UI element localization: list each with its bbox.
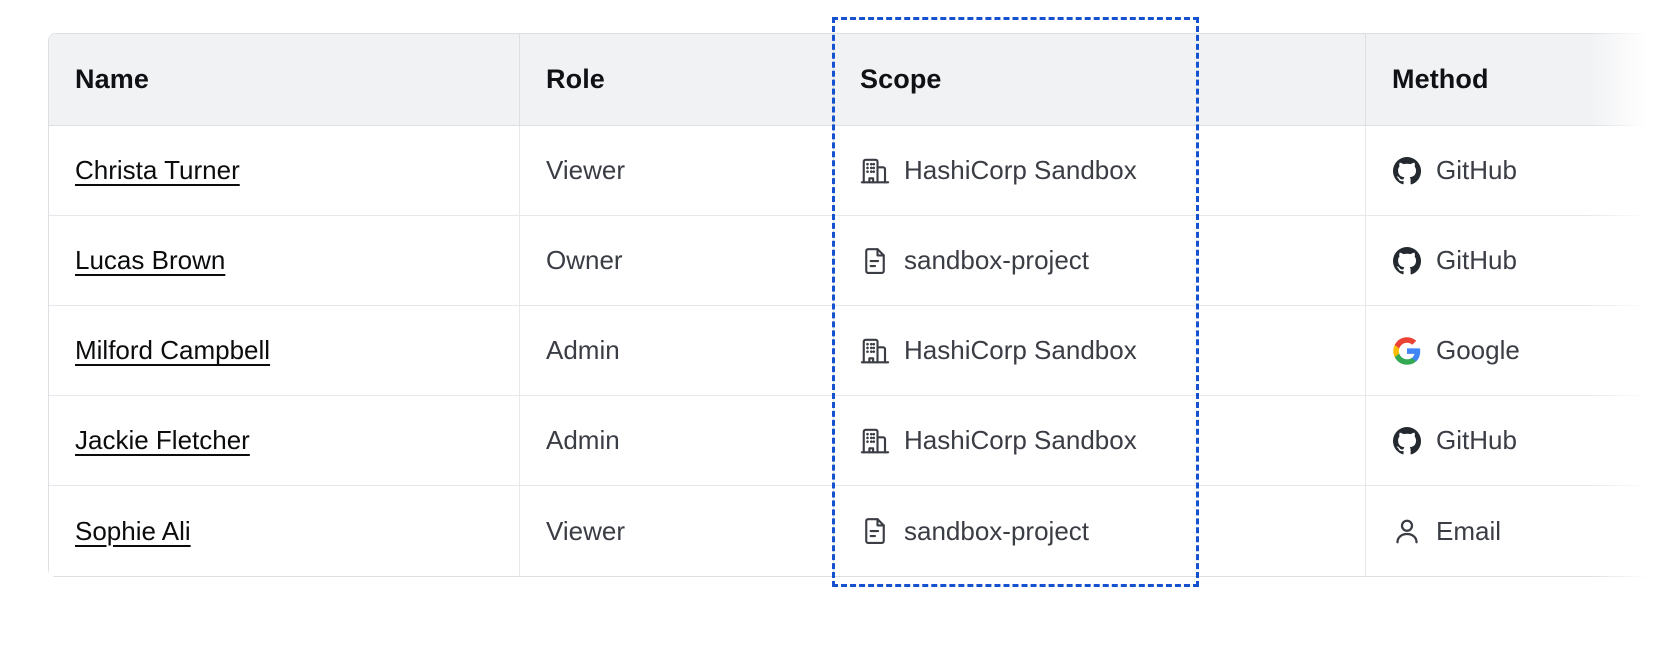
cell-role: Owner xyxy=(519,216,833,306)
cell-method: GitHub xyxy=(1365,126,1672,216)
github-icon xyxy=(1392,426,1422,456)
method-value: GitHub xyxy=(1436,245,1517,275)
role-value: Admin xyxy=(546,425,620,455)
column-header-role[interactable]: Role xyxy=(519,34,833,126)
cell-role: Viewer xyxy=(519,126,833,216)
cell-method: Email xyxy=(1365,486,1672,576)
role-value: Viewer xyxy=(546,515,626,546)
table-row: Christa Turner Viewer HashiCorp Sandbox Git… xyxy=(49,126,1672,216)
cell-name: Sophie Ali xyxy=(49,486,519,576)
method-value: Email xyxy=(1436,515,1502,546)
organization-icon xyxy=(860,336,890,366)
file-icon xyxy=(860,516,890,546)
scope-value: sandbox-project xyxy=(904,515,1089,546)
scope-value: sandbox-project xyxy=(904,245,1089,275)
method-value: GitHub xyxy=(1436,425,1517,455)
cell-role: Admin xyxy=(519,306,833,396)
method-value: GitHub xyxy=(1436,155,1517,185)
cell-scope: HashiCorp Sandbox xyxy=(833,306,1365,396)
role-value: Viewer xyxy=(546,155,626,185)
user-icon xyxy=(1392,516,1422,546)
cell-role: Viewer xyxy=(519,486,833,576)
cell-scope: sandbox-project xyxy=(833,216,1365,306)
method-value: Google xyxy=(1436,335,1520,365)
cell-name: Jackie Fletcher xyxy=(49,396,519,486)
user-name-link[interactable]: Sophie Ali xyxy=(75,515,191,546)
table-header: Name Role Scope Method xyxy=(49,34,1672,126)
github-icon xyxy=(1392,246,1422,276)
file-icon xyxy=(860,246,890,276)
cell-name: Christa Turner xyxy=(49,126,519,216)
table-header-row: Name Role Scope Method xyxy=(49,34,1672,126)
github-icon xyxy=(1392,156,1422,186)
cell-scope: HashiCorp Sandbox xyxy=(833,126,1365,216)
user-name-link[interactable]: Milford Campbell xyxy=(75,335,271,365)
role-value: Owner xyxy=(546,245,623,275)
scope-value: HashiCorp Sandbox xyxy=(904,425,1137,455)
user-name-link[interactable]: Lucas Brown xyxy=(75,245,226,275)
table-row: Lucas Brown Owner sandbox-project GitHub xyxy=(49,216,1672,306)
table-row: Jackie Fletcher Admin HashiCorp Sandbox Git… xyxy=(49,396,1672,486)
cell-scope: HashiCorp Sandbox xyxy=(833,396,1365,486)
cell-scope: sandbox-project xyxy=(833,486,1365,576)
column-header-method[interactable]: Method xyxy=(1365,34,1672,126)
user-name-link[interactable]: Jackie Fletcher xyxy=(75,425,250,455)
cell-method: GitHub xyxy=(1365,396,1672,486)
organization-icon xyxy=(860,426,890,456)
role-value: Admin xyxy=(546,335,620,365)
organization-icon xyxy=(860,156,890,186)
cell-name: Lucas Brown xyxy=(49,216,519,306)
scope-value: HashiCorp Sandbox xyxy=(904,335,1137,365)
cell-name: Milford Campbell xyxy=(49,306,519,396)
table-row: Milford Campbell Admin HashiCorp Sandbox Go… xyxy=(49,306,1672,396)
cell-method: Google xyxy=(1365,306,1672,396)
cell-method: GitHub xyxy=(1365,216,1672,306)
table-row: Sophie Ali Viewer sandbox-project Email xyxy=(49,486,1672,576)
user-name-link[interactable]: Christa Turner xyxy=(75,155,240,185)
column-header-name[interactable]: Name xyxy=(49,34,519,126)
scope-value: HashiCorp Sandbox xyxy=(904,155,1137,185)
google-icon xyxy=(1392,336,1422,366)
cell-role: Admin xyxy=(519,396,833,486)
column-header-scope[interactable]: Scope xyxy=(833,34,1365,126)
